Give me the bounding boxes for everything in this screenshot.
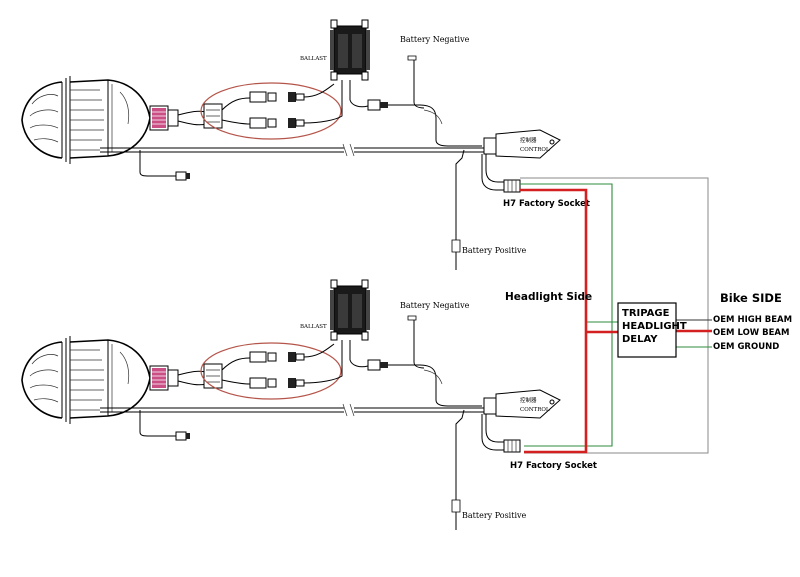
control-en-label-lower: CONTROL bbox=[520, 407, 550, 413]
battery-positive-label-upper: Battery Positive bbox=[462, 246, 527, 255]
harness-upper bbox=[21, 19, 561, 271]
control-cn-label-lower: 控制器 bbox=[520, 396, 537, 404]
control-cn-label-upper: 控制器 bbox=[520, 136, 537, 144]
oem-low-beam-label: OEM LOW BEAM bbox=[713, 328, 789, 338]
h7-socket-label-upper: H7 Factory Socket bbox=[503, 199, 590, 209]
headlight-side-label: Headlight Side bbox=[505, 291, 592, 303]
gray-wire-upper bbox=[520, 177, 709, 454]
delay-box-line-3: DELAY bbox=[622, 334, 658, 345]
headlight-delay-box bbox=[617, 302, 677, 358]
oem-ground-label: OEM GROUND bbox=[713, 342, 779, 352]
control-en-label-upper: CONTROL bbox=[520, 147, 550, 153]
green-wire bbox=[520, 183, 613, 447]
bike-side-label: Bike SIDE bbox=[720, 291, 782, 305]
oem-high-beam-label: OEM HIGH BEAM bbox=[713, 315, 792, 325]
red-wire bbox=[520, 188, 588, 454]
delay-box-line-1: TRIPAGE bbox=[622, 308, 670, 319]
battery-negative-label-lower: Battery Negative bbox=[400, 301, 470, 310]
battery-negative-label-upper: Battery Negative bbox=[400, 35, 470, 44]
delay-box-line-2: HEADLIGHT bbox=[622, 321, 687, 332]
harness-lower bbox=[21, 279, 561, 531]
h7-socket-label-lower: H7 Factory Socket bbox=[510, 461, 597, 471]
ballast-label-upper: BALLAST bbox=[300, 56, 327, 62]
battery-positive-label-lower: Battery Positive bbox=[462, 511, 527, 520]
ballast-label-lower: BALLAST bbox=[300, 324, 327, 330]
